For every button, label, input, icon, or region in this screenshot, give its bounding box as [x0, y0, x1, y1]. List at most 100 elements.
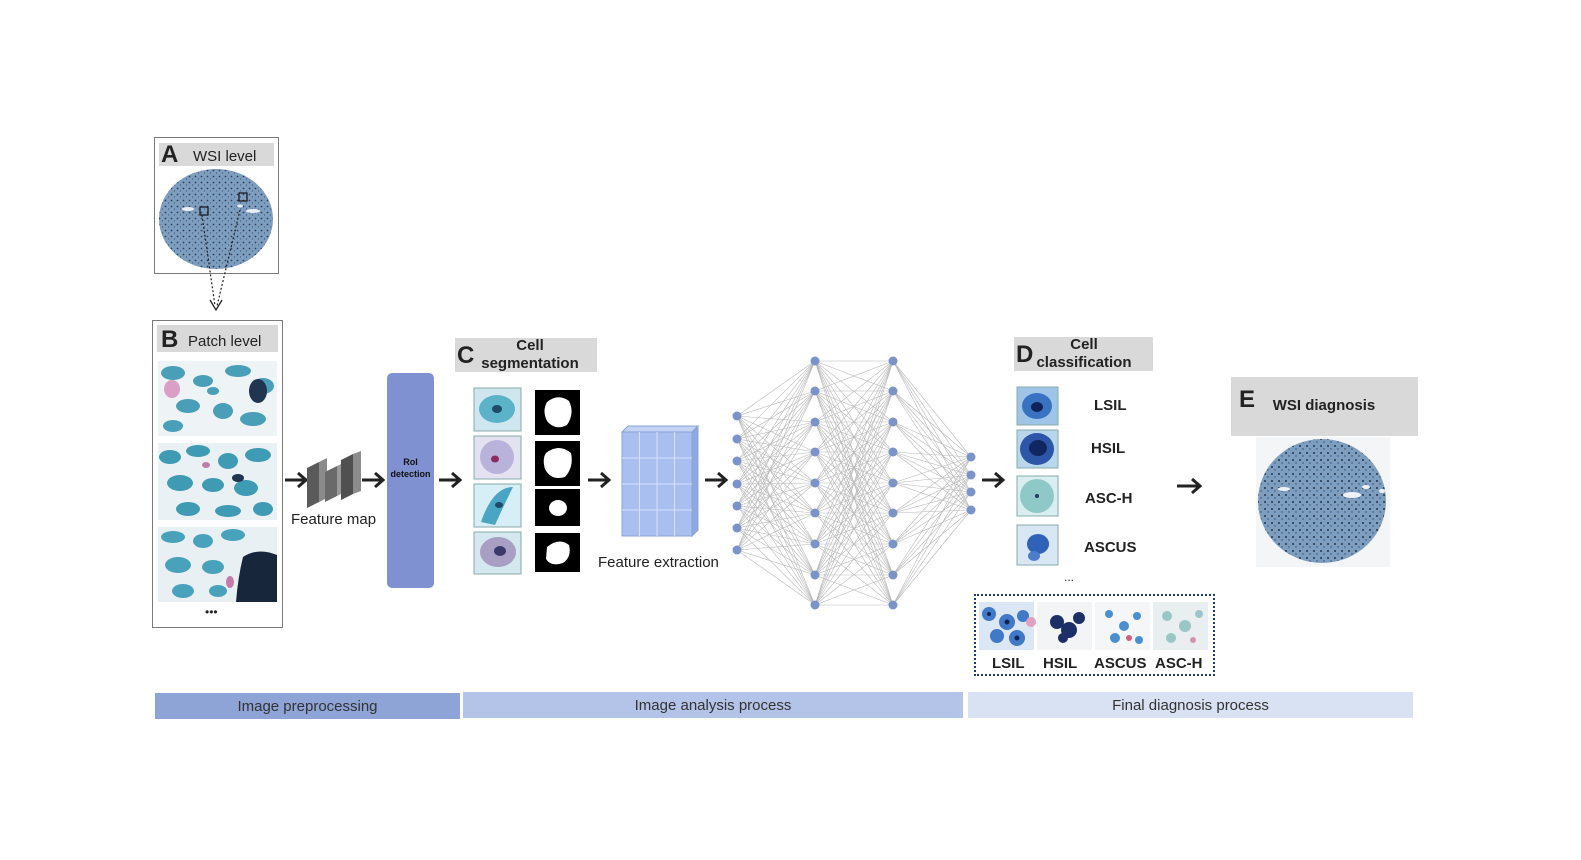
network-edge — [736, 390, 816, 462]
network-edge — [736, 451, 816, 551]
example-label-lsil: LSIL — [992, 655, 1025, 672]
network-edge — [736, 438, 816, 514]
network-node-layer-2 — [810, 447, 820, 457]
network-edge — [814, 512, 894, 606]
network-edge — [814, 360, 894, 576]
network-edge — [892, 456, 972, 514]
panel-b-header — [157, 325, 278, 352]
network-node-layer-4 — [966, 487, 976, 497]
network-edge — [736, 390, 816, 440]
network-edge — [736, 527, 816, 545]
network-edge — [736, 527, 816, 606]
network-edge — [736, 360, 816, 551]
network-node-layer-2 — [810, 386, 820, 396]
network-edge — [736, 483, 816, 514]
network-node-layer-2 — [810, 356, 820, 366]
network-edge — [892, 509, 972, 514]
panel-e-header — [1231, 377, 1418, 436]
arrow-featuremap-to-roi — [362, 471, 386, 489]
network-edge — [736, 482, 816, 529]
network-node-layer-1 — [732, 411, 742, 421]
example-images — [979, 602, 1208, 650]
network-edge — [736, 360, 816, 440]
panel-e-title: WSI diagnosis — [1272, 397, 1376, 414]
network-node-layer-3 — [888, 570, 898, 580]
panel-a-title: WSI level — [193, 148, 257, 165]
network-node-layer-3 — [888, 386, 898, 396]
network-node-layer-2 — [810, 478, 820, 488]
feature-extraction-cube — [620, 424, 700, 538]
roi-label-line1: RoI — [403, 457, 418, 467]
network-edge — [736, 505, 816, 576]
network-edge — [736, 438, 816, 484]
network-node-layer-2 — [810, 570, 820, 580]
feature-map-icon — [307, 451, 361, 508]
arrow-features-to-network — [705, 471, 729, 489]
feature-extraction-label: Feature extraction — [598, 554, 719, 571]
network-edge — [892, 421, 972, 476]
network-edge — [736, 543, 816, 551]
network-node-layer-3 — [888, 508, 898, 518]
network-edge — [892, 491, 972, 606]
network-edge — [892, 482, 972, 493]
network-edge — [892, 474, 972, 545]
network-edge — [736, 505, 816, 514]
panel-d-title-line1: Cell — [1070, 336, 1098, 353]
network-edge — [736, 505, 816, 606]
panel-e-letter: E — [1239, 386, 1256, 413]
network-edge — [736, 549, 816, 576]
stage-bar-image-analysis: Image analysis process — [463, 692, 963, 718]
network-edge — [736, 483, 816, 576]
class-label-asch: ASC-H — [1085, 490, 1133, 507]
network-edge — [736, 482, 816, 507]
patch-image-3 — [158, 527, 277, 602]
stage-bar-final-diagnosis: Final diagnosis process — [968, 692, 1413, 718]
network-edge — [892, 390, 972, 511]
network-node-layer-3 — [888, 447, 898, 457]
network-edge — [814, 360, 894, 423]
class-list-ellipsis: ... — [1064, 570, 1075, 584]
network-node-layer-2 — [810, 417, 820, 427]
panel-d-letter: D — [1016, 341, 1034, 368]
panel-b-letter: B — [161, 326, 179, 353]
network-edge — [892, 390, 972, 458]
panel-c-letter: C — [457, 342, 475, 369]
roi-detection-block: RoI detection — [387, 373, 434, 588]
network-edge — [736, 527, 816, 576]
panel-a-letter: A — [161, 141, 179, 168]
network-edge — [736, 438, 816, 606]
network-edge — [892, 491, 972, 545]
network-node-layer-3 — [888, 417, 898, 427]
network-edge — [736, 421, 816, 462]
network-node-layer-3 — [888, 600, 898, 610]
network-edge — [892, 509, 972, 545]
network-edge — [736, 421, 816, 485]
network-edge — [814, 360, 894, 453]
network-edge — [736, 482, 816, 551]
network-edge — [736, 360, 816, 462]
network-node-layer-3 — [888, 478, 898, 488]
network-edge — [736, 415, 816, 514]
network-node-layer-1 — [732, 434, 742, 444]
classification-cell-images — [1016, 386, 1059, 566]
network-edge — [736, 460, 816, 514]
network-edge — [892, 456, 972, 606]
network-edge — [892, 451, 972, 493]
network-edge — [892, 451, 972, 476]
network-edge — [892, 451, 972, 458]
network-edge — [892, 421, 972, 493]
network-edge — [736, 415, 816, 576]
network-edge — [736, 360, 816, 507]
network-edge — [892, 509, 972, 576]
network-edge — [892, 421, 972, 458]
example-label-ascus: ASCUS — [1094, 655, 1147, 672]
network-edge — [814, 360, 894, 514]
arrow-b-to-featuremap — [285, 471, 309, 489]
network-node-layer-1 — [732, 501, 742, 511]
network-node-layer-3 — [888, 539, 898, 549]
network-edge — [736, 451, 816, 462]
neural-network-diagram — [732, 356, 976, 610]
network-node-layer-1 — [732, 523, 742, 533]
arrow-segmentation-to-features — [588, 471, 612, 489]
network-node-layer-4 — [966, 505, 976, 515]
